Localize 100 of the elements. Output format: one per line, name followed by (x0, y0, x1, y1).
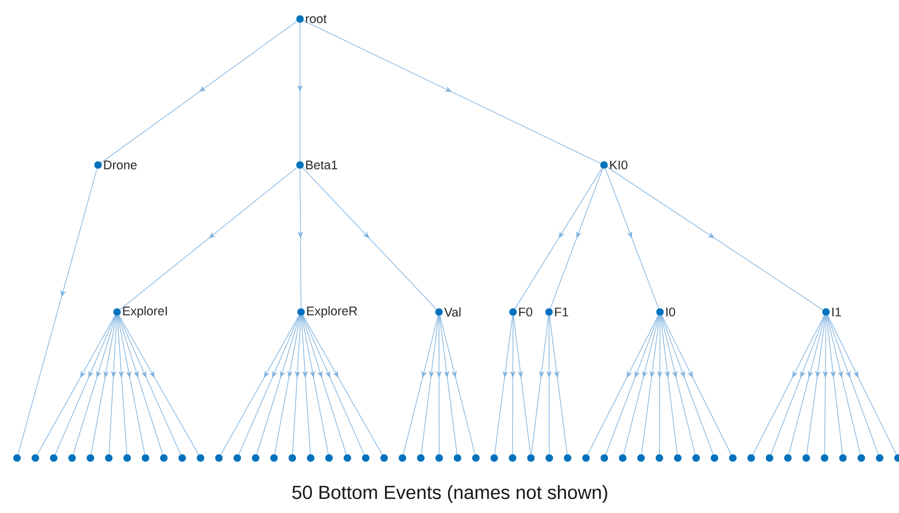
event-dot (362, 454, 370, 462)
arrow (440, 315, 476, 455)
arrow (100, 20, 298, 164)
arrow (531, 316, 549, 454)
node-label: I0 (666, 308, 676, 316)
event-dot (582, 454, 590, 462)
arrow (302, 315, 382, 455)
arrow (274, 316, 301, 454)
arrow (420, 316, 439, 454)
arrow (403, 315, 438, 455)
tree-node: Val (435, 307, 460, 317)
event-dot (454, 454, 462, 462)
arrow (220, 315, 300, 455)
node-label: Beta1 (306, 160, 338, 170)
event-dot (270, 454, 278, 462)
event-dot (288, 454, 296, 462)
arrow (661, 315, 714, 455)
event-dot (490, 454, 498, 462)
tree-node: I0 (656, 308, 676, 316)
arrow (827, 315, 897, 455)
arrow (54, 315, 116, 455)
arrow (72, 315, 116, 455)
event-dot (417, 454, 425, 462)
event-dot (123, 454, 131, 462)
event-dot (160, 454, 168, 462)
event-dot (252, 454, 260, 462)
event-dot (86, 454, 94, 462)
event-dot (178, 454, 186, 462)
event-dot (637, 454, 645, 462)
arrow (302, 315, 347, 455)
event-dot (766, 454, 774, 462)
tree-node: root (296, 14, 327, 24)
arrow (302, 168, 437, 310)
node-label: root (306, 14, 327, 24)
arrow (302, 315, 364, 455)
node-label: F0 (519, 308, 532, 316)
arrow (118, 315, 199, 455)
event-dot (32, 454, 40, 462)
arrow (494, 316, 513, 454)
node-label: ExploreR (307, 306, 357, 318)
event-dot (215, 454, 223, 462)
event-dot (729, 454, 737, 462)
tree-node: F0 (509, 308, 532, 316)
event-dot (692, 454, 700, 462)
event-dot (747, 454, 755, 462)
arrow (18, 168, 98, 455)
event-dot (50, 454, 58, 462)
arrow (117, 316, 146, 454)
arrow (549, 316, 568, 454)
arrow (641, 316, 660, 454)
arrow (116, 316, 128, 454)
event-dot (600, 454, 608, 462)
event-dot (858, 454, 866, 462)
arrow (587, 315, 659, 455)
arrow (510, 316, 516, 454)
arrow (300, 316, 311, 454)
event-dot (618, 454, 626, 462)
arrow (108, 316, 118, 454)
arrow (826, 315, 861, 454)
arrow (770, 315, 825, 455)
event-dot (508, 454, 516, 462)
arrow (301, 316, 329, 454)
event-dot (234, 454, 241, 462)
arrow (660, 315, 696, 455)
arrow (827, 315, 879, 455)
node-label: KI0 (610, 160, 628, 170)
event-dot (784, 454, 792, 462)
arrow (514, 168, 602, 309)
event-dot (435, 454, 443, 462)
arrow (788, 315, 826, 455)
arrow (256, 315, 300, 455)
arrow (660, 316, 678, 454)
event-dot (13, 454, 21, 462)
event-dot (546, 454, 554, 462)
tree-node: F1 (545, 308, 568, 316)
arrow (806, 316, 826, 454)
arrow (90, 316, 117, 454)
node-label: Drone (104, 160, 137, 170)
arrow (118, 315, 163, 455)
event-dot (105, 454, 113, 462)
caption: 50 Bottom Events (names not shown) (292, 485, 608, 503)
event-dot (710, 454, 718, 462)
arrow (661, 315, 732, 455)
arrow (605, 315, 659, 455)
event-dot (876, 454, 884, 462)
arrow (623, 315, 660, 455)
arrow (826, 316, 843, 454)
node-label: Val (444, 307, 460, 317)
event-dot (398, 454, 406, 462)
event-dot (325, 454, 333, 462)
arrow (303, 20, 601, 164)
arrow (120, 167, 298, 310)
arrow (36, 315, 116, 455)
node-label: F1 (555, 308, 568, 316)
arrow (606, 166, 824, 310)
event-dot (68, 454, 76, 462)
tree-node: Beta1 (296, 160, 338, 170)
tree-node: I1 (822, 308, 841, 316)
event-dot (802, 454, 810, 462)
event-dot (196, 454, 204, 462)
